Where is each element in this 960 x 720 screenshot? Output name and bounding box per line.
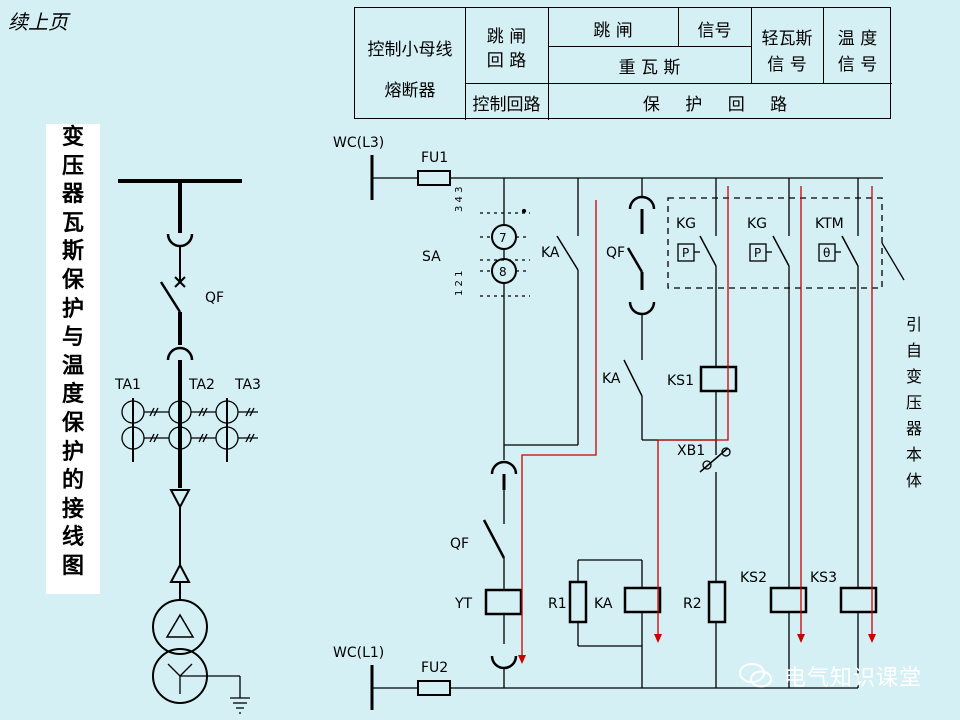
- label-sa-top-nums: 3 4 3: [454, 187, 465, 212]
- contact-ka-2: [623, 359, 643, 397]
- wechat-logo-icon: [739, 663, 772, 688]
- watermark: 电气知识课堂: [784, 666, 923, 691]
- header-c2-bottom: 控制回路: [472, 95, 541, 115]
- label-r1: R1: [548, 596, 567, 612]
- label-ks1: KS1: [667, 373, 694, 389]
- fuse-fu2: [417, 680, 451, 696]
- title-char: 变: [61, 125, 84, 150]
- title-char: 器: [61, 182, 84, 208]
- label-kg-2: KG: [747, 216, 767, 232]
- header-c5-line2: 信 号: [767, 55, 807, 75]
- label-qf-1: QF: [606, 245, 625, 261]
- label-p-1: P: [682, 246, 689, 260]
- label-sa: SA: [422, 249, 441, 265]
- label-yt: YT: [454, 596, 473, 612]
- contact-ktm: [841, 235, 859, 267]
- header-c2-line1: 跳 闸: [486, 27, 527, 47]
- label-xb1: XB1: [677, 443, 705, 459]
- title-char: 线: [61, 525, 84, 551]
- breaker-qf-left: [159, 281, 182, 313]
- relay-coil-ka: [623, 586, 662, 614]
- contact-kg-2: [772, 235, 790, 267]
- svg-text:变: 变: [906, 367, 922, 386]
- header-bottom-protection: 保 护 回 路: [642, 95, 798, 115]
- label-p-2: P: [754, 246, 761, 260]
- title-char: 斯: [61, 239, 84, 265]
- contact-ka-1: [556, 235, 579, 271]
- label-sa-seven: 7: [499, 231, 507, 245]
- header-c5-line1: 轻瓦斯: [761, 29, 813, 49]
- svg-text:本: 本: [906, 445, 922, 464]
- label-ks3: KS3: [810, 570, 837, 586]
- relay-ks1: [699, 365, 738, 393]
- label-r2: R2: [683, 596, 702, 612]
- title-char: 的: [61, 468, 84, 494]
- label-theta: θ: [823, 246, 830, 260]
- label-left-qf: QF: [205, 290, 224, 306]
- label-kg-1: KG: [676, 216, 696, 232]
- resistor-r1: [568, 580, 588, 624]
- resistor-r2: [707, 580, 727, 624]
- title-char: 保: [61, 267, 84, 293]
- contact-qf-main: [626, 247, 644, 273]
- label-ka-2: KA: [602, 371, 621, 387]
- title-char: 护: [61, 296, 84, 322]
- label-ta1: TA1: [114, 377, 141, 393]
- contact-kg-1: [699, 235, 717, 267]
- header-c6-line1: 温 度: [837, 29, 878, 49]
- label-fu1: FU1: [421, 150, 448, 166]
- label-fu2: FU2: [421, 660, 448, 676]
- page-label: 续上页: [8, 10, 68, 34]
- title-char: 温: [61, 353, 84, 379]
- svg-text:器: 器: [906, 419, 922, 438]
- label-sa-eight: 8: [499, 265, 507, 279]
- label-sa-bot-nums: 1 2 1: [454, 271, 465, 296]
- contact-qf-aux: [482, 519, 506, 559]
- relay-ks3: [839, 586, 878, 614]
- svg-text:自: 自: [906, 341, 922, 360]
- header-c3-mid: 重 瓦 斯: [618, 58, 681, 78]
- header-c1-line1: 控制小母线: [367, 40, 453, 60]
- header-table: 控制小母线 熔断器 跳 闸 回 路 控制回路 跳 闸 重 瓦 斯 信号 轻瓦斯 …: [354, 7, 892, 120]
- current-flow-paths: [521, 186, 873, 662]
- label-ka-3: KA: [594, 596, 613, 612]
- trip-coil-yt: [484, 588, 523, 616]
- switch-xb1: [699, 447, 729, 473]
- header-c1-line2: 熔断器: [384, 81, 436, 101]
- label-ks2: KS2: [740, 570, 767, 586]
- header-c4-top: 信号: [697, 21, 732, 41]
- label-wc-bottom: WC(L1): [333, 645, 384, 661]
- svg-text:压: 压: [906, 393, 922, 412]
- header-c2-line2: 回 路: [486, 51, 527, 71]
- transformer-body-relay-box: [667, 197, 883, 289]
- header-c6-line2: 信 号: [837, 55, 878, 75]
- title-char: 保: [61, 410, 84, 436]
- title-char: 压: [61, 153, 84, 179]
- transformer-primary: [152, 599, 208, 655]
- label-wc-top: WC(L3): [333, 135, 384, 151]
- fuse-fu1: [417, 170, 451, 186]
- vertical-title: 变 压 器 瓦 斯 保 护 与 温 度 保 护 的 接 线 图: [46, 124, 100, 594]
- label-ktm: KTM: [815, 216, 844, 232]
- label-ta3: TA3: [234, 377, 261, 393]
- svg-text:引: 引: [906, 315, 922, 334]
- title-char: 与: [61, 325, 84, 351]
- title-char: 护: [61, 439, 84, 465]
- from-transformer-body-label: 引 自 变 压 器 本 体: [906, 315, 922, 490]
- label-ka-1: KA: [541, 245, 560, 261]
- header-c3-top: 跳 闸: [593, 21, 633, 41]
- title-char: 瓦: [61, 210, 84, 236]
- title-char: 图: [61, 553, 84, 579]
- svg-text:体: 体: [906, 471, 922, 490]
- label-ta2: TA2: [188, 377, 215, 393]
- label-qf-2: QF: [450, 536, 469, 552]
- title-char: 度: [61, 382, 84, 408]
- title-char: 接: [61, 496, 84, 522]
